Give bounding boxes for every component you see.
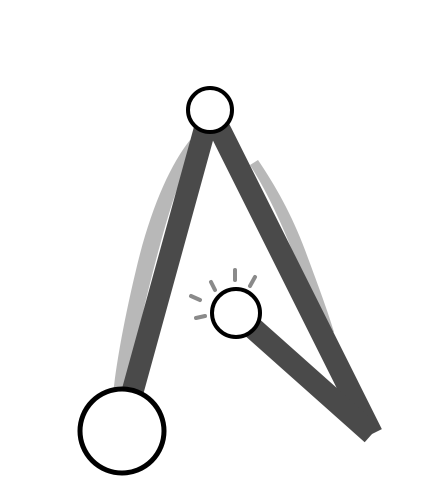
- spark-marks: [189, 268, 257, 320]
- left-bar-shadow: [113, 140, 196, 395]
- right-bar: [200, 105, 382, 439]
- left-bar: [111, 107, 221, 433]
- inner-bar: [228, 304, 380, 443]
- bottom-left-joint: [77, 386, 167, 476]
- top-joint: [186, 86, 234, 134]
- inner-joint: [210, 287, 262, 339]
- right-bar-shadow: [250, 160, 334, 334]
